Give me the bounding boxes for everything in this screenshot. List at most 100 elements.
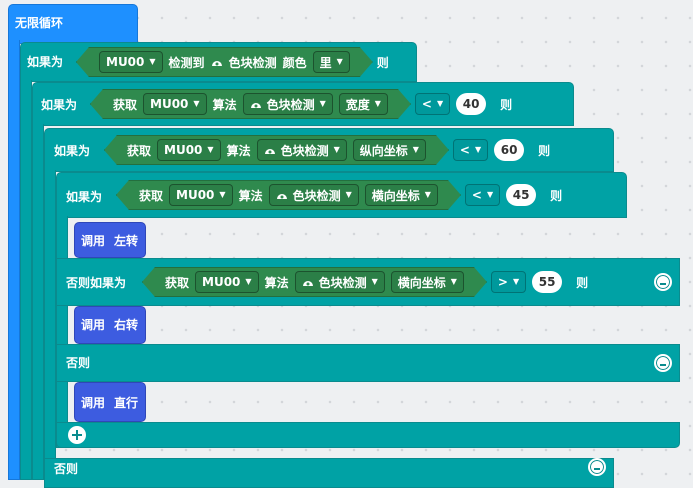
chevron-down-icon: ▼ xyxy=(219,190,226,199)
then-label: 则 xyxy=(500,97,513,112)
number-input[interactable]: 40 xyxy=(456,93,487,115)
else-label: 否则 xyxy=(66,356,91,370)
chevron-down-icon: ▼ xyxy=(319,99,326,108)
call-left-label: 左转 xyxy=(114,234,139,248)
call-straight-block[interactable] xyxy=(74,382,146,422)
forever-block[interactable] xyxy=(8,4,138,44)
chevron-down-icon: ▼ xyxy=(345,190,352,199)
get-label: 获取 xyxy=(113,97,138,112)
color-dropdown[interactable]: 里▼ xyxy=(313,51,350,73)
forever-block-body xyxy=(8,40,20,480)
sensor-dropdown[interactable]: MU00▼ xyxy=(143,93,207,115)
if-block-4-body xyxy=(56,216,68,448)
call-straight-label: 直行 xyxy=(114,396,139,410)
forever-label: 无限循环 xyxy=(15,16,64,30)
get-label: 获取 xyxy=(139,188,164,203)
algorithm-label: 算法 xyxy=(226,143,251,158)
get-label: 获取 xyxy=(127,143,152,158)
property-dropdown[interactable]: 横向坐标▼ xyxy=(391,271,464,293)
number-input[interactable]: 45 xyxy=(506,184,537,206)
algo-dropdown[interactable]: 色块检测▼ xyxy=(257,139,347,161)
then-label: 则 xyxy=(550,188,563,203)
get-property-block[interactable]: 获取 MU00▼ 算法 色块检测▼ 横向坐标▼ xyxy=(116,180,461,210)
chevron-down-icon: ▼ xyxy=(336,57,343,66)
camera-icon xyxy=(302,277,314,287)
if-label: 如果为 xyxy=(66,190,103,204)
sensor-dropdown[interactable]: MU00▼ xyxy=(99,51,163,73)
algo-dropdown[interactable]: 色块检测▼ xyxy=(243,93,333,115)
get-property-block[interactable]: 获取 MU00▼ 算法 色块检测▼ 横向坐标▼ xyxy=(142,267,487,297)
operator-dropdown[interactable]: >▼ xyxy=(490,271,527,293)
call-label: 调用 xyxy=(81,234,106,248)
if-block-2-body xyxy=(32,124,44,480)
algo-dropdown[interactable]: 色块检测▼ xyxy=(295,271,385,293)
property-dropdown[interactable]: 宽度▼ xyxy=(339,93,388,115)
get-property-block[interactable]: 获取 MU00▼ 算法 色块检测▼ 宽度▼ xyxy=(90,89,411,119)
get-property-block[interactable]: 获取 MU00▼ 算法 色块检测▼ 纵向坐标▼ xyxy=(104,135,449,165)
camera-icon xyxy=(250,99,262,109)
else-label: 否则 xyxy=(54,462,79,476)
chevron-down-icon: ▼ xyxy=(486,190,494,199)
camera-icon xyxy=(264,145,276,155)
remove-else-icon[interactable] xyxy=(654,354,672,372)
chevron-down-icon: ▼ xyxy=(424,190,431,199)
chevron-down-icon: ▼ xyxy=(333,145,340,154)
call-label: 调用 xyxy=(81,318,106,332)
condition-1: MU00▼ 检测到 色块检测 颜色 里▼ 则 xyxy=(76,47,389,77)
algorithm-label: 算法 xyxy=(212,97,237,112)
chevron-down-icon: ▼ xyxy=(207,145,214,154)
then-label: 则 xyxy=(538,143,551,158)
then-label: 则 xyxy=(576,275,589,290)
chevron-down-icon: ▼ xyxy=(512,277,520,286)
condition-5: 获取 MU00▼ 算法 色块检测▼ 横向坐标▼ >▼ 55 则 xyxy=(142,267,588,297)
call-label: 调用 xyxy=(81,396,106,410)
condition-2: 获取 MU00▼ 算法 色块检测▼ 宽度▼ <▼ 40 则 xyxy=(90,89,512,119)
algorithm-label: 算法 xyxy=(238,188,263,203)
number-input[interactable]: 55 xyxy=(532,271,563,293)
call-right-label: 右转 xyxy=(114,318,139,332)
detected-label: 检测到 xyxy=(168,55,205,70)
sensor-dropdown[interactable]: MU00▼ xyxy=(169,184,233,206)
add-else-if-icon[interactable] xyxy=(68,426,86,444)
call-right-block[interactable] xyxy=(74,306,146,344)
property-dropdown[interactable]: 纵向坐标▼ xyxy=(353,139,426,161)
chevron-down-icon: ▼ xyxy=(436,99,444,108)
algorithm-label: 算法 xyxy=(264,275,289,290)
remove-else-icon[interactable] xyxy=(588,458,606,476)
operator-dropdown[interactable]: <▼ xyxy=(452,139,489,161)
chevron-down-icon: ▼ xyxy=(371,277,378,286)
if-block-1-body xyxy=(20,80,32,480)
condition-4: 获取 MU00▼ 算法 色块检测▼ 横向坐标▼ <▼ 45 则 xyxy=(116,180,562,210)
sensor-dropdown[interactable]: MU00▼ xyxy=(195,271,259,293)
operator-dropdown[interactable]: <▼ xyxy=(464,184,501,206)
algo-label: 色块检测 xyxy=(228,55,277,70)
color-label: 颜色 xyxy=(282,55,307,70)
chevron-down-icon: ▼ xyxy=(193,99,200,108)
camera-icon xyxy=(276,190,288,200)
get-label: 获取 xyxy=(165,275,190,290)
chevron-down-icon: ▼ xyxy=(149,57,156,66)
else-row xyxy=(56,344,680,382)
sensor-dropdown[interactable]: MU00▼ xyxy=(157,139,221,161)
color-detected-block[interactable]: MU00▼ 检测到 色块检测 颜色 里▼ xyxy=(76,47,373,77)
if-label: 如果为 xyxy=(27,55,64,69)
condition-3: 获取 MU00▼ 算法 色块检测▼ 纵向坐标▼ <▼ 60 则 xyxy=(104,135,550,165)
chevron-down-icon: ▼ xyxy=(374,99,381,108)
then-label: 则 xyxy=(376,55,389,70)
chevron-down-icon: ▼ xyxy=(245,277,252,286)
number-input[interactable]: 60 xyxy=(494,139,525,161)
property-dropdown[interactable]: 横向坐标▼ xyxy=(365,184,438,206)
if-block-3-body xyxy=(44,170,56,460)
chevron-down-icon: ▼ xyxy=(474,145,482,154)
operator-dropdown[interactable]: <▼ xyxy=(414,93,451,115)
if-block-4-footer xyxy=(56,422,680,448)
if-label: 如果为 xyxy=(54,144,91,158)
remove-else-if-icon[interactable] xyxy=(654,273,672,291)
if-label: 如果为 xyxy=(41,98,78,112)
camera-icon xyxy=(211,57,223,67)
chevron-down-icon: ▼ xyxy=(450,277,457,286)
algo-dropdown[interactable]: 色块检测▼ xyxy=(269,184,359,206)
call-left-block[interactable] xyxy=(74,222,146,258)
else-if-label: 否则如果为 xyxy=(66,276,127,290)
if-block-3-else xyxy=(44,458,614,488)
